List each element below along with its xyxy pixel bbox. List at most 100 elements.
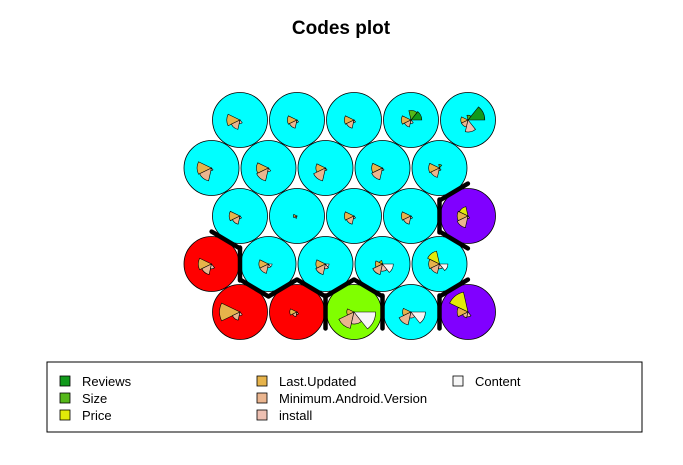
segment-minimum-android-version (230, 119, 241, 130)
som-unit-r5-c1 (212, 92, 268, 148)
segment-minimum-android-version (430, 263, 440, 274)
segment-install (324, 263, 329, 270)
som-unit-r2-c4 (354, 236, 411, 292)
segment-minimum-android-version (346, 215, 355, 225)
segment-content (353, 311, 376, 330)
segment-minimum-android-version (232, 215, 241, 225)
segment-install (239, 215, 242, 219)
som-unit-r2-c3 (297, 236, 354, 292)
cluster-boundary-edge (437, 277, 471, 299)
legend-label: Price (82, 408, 112, 423)
segment-last-updated (228, 210, 241, 222)
segment-last-updated (219, 302, 241, 322)
som-unit-r1-c1 (212, 284, 268, 340)
cluster-boundary-edge (323, 277, 357, 299)
segment-install (438, 167, 442, 171)
segment-install (296, 311, 299, 315)
segment-minimum-android-version (404, 119, 412, 128)
segment-install (467, 215, 470, 219)
segment-minimum-android-version (313, 167, 326, 182)
segment-minimum-android-version (403, 215, 412, 225)
som-unit-r3-c3 (326, 188, 382, 244)
segment-install (238, 119, 243, 124)
legend-item-content: Content (452, 374, 521, 389)
segment-install (410, 215, 413, 219)
legend-label: install (279, 408, 312, 423)
segment-size (438, 164, 443, 169)
legend-swatch (59, 375, 71, 387)
segment-last-updated (226, 113, 241, 127)
segment-content (324, 263, 330, 268)
segment-install (296, 119, 299, 123)
cluster-boundary-edge (351, 277, 385, 299)
cluster-boundary-edge (266, 277, 300, 299)
legend-label: Content (475, 374, 521, 389)
segment-minimum-android-version (259, 263, 269, 274)
som-units (183, 92, 496, 340)
segment-minimum-android-version (338, 311, 355, 329)
segment-last-updated (289, 308, 298, 316)
segment-last-updated (401, 211, 412, 221)
som-unit-r1-c4 (383, 284, 439, 340)
legend-swatch (256, 409, 268, 421)
segment-last-updated (344, 211, 355, 221)
segment-minimum-android-version (292, 311, 298, 318)
segment-minimum-android-version (289, 119, 298, 129)
segment-reviews (410, 111, 423, 121)
legend-label: Minimum.Android.Version (279, 391, 427, 406)
segment-last-updated (293, 214, 298, 218)
segment-install (353, 215, 356, 219)
segment-install (210, 167, 214, 171)
som-unit-r4-c1 (183, 140, 240, 196)
cluster-boundary-edge (209, 229, 243, 251)
segment-install (409, 119, 414, 124)
segment-minimum-android-version (346, 119, 355, 129)
segment-minimum-android-version (456, 215, 469, 229)
segment-install (466, 311, 472, 318)
segment-last-updated (287, 115, 298, 125)
segment-size (466, 114, 472, 121)
segment-minimum-android-version (430, 167, 440, 178)
cluster-boundary-edge (437, 181, 471, 203)
legend-swatch (59, 392, 71, 404)
segment-minimum-android-version (371, 167, 383, 181)
segment-last-updated (198, 257, 213, 271)
segment-install (381, 167, 385, 171)
segment-install (464, 119, 476, 133)
segment-size (408, 110, 418, 121)
legend-item-price: Price (59, 408, 112, 423)
segment-price (449, 291, 469, 313)
som-unit-r3-c1 (212, 188, 268, 244)
segment-install (324, 167, 328, 171)
segment-minimum-android-version (462, 311, 469, 319)
som-unit-r2-c5 (411, 236, 468, 292)
legend-item-reviews: Reviews (59, 374, 132, 389)
som-unit-r5-c5 (440, 92, 496, 148)
segment-minimum-android-version (232, 311, 241, 321)
som-unit-r1-c5 (440, 284, 496, 340)
segment-last-updated (456, 306, 469, 318)
segment-minimum-android-version (199, 167, 212, 182)
segment-last-updated (428, 258, 441, 270)
som-unit-r3-c5 (440, 188, 496, 244)
legend-swatch (256, 375, 268, 387)
segment-reviews (467, 106, 486, 121)
cluster-boundary-edge (437, 229, 471, 251)
legend-label: Size (82, 391, 107, 406)
segment-minimum-android-version (372, 263, 383, 275)
legend-label: Last.Updated (279, 374, 356, 389)
legend-box (46, 361, 643, 433)
segment-last-updated (428, 162, 441, 174)
cluster-boundaries (209, 181, 471, 331)
segment-price (427, 250, 440, 265)
segment-install (210, 263, 215, 270)
segment-install (238, 311, 243, 316)
som-unit-r4-c3 (297, 140, 354, 196)
som-unit-r5-c2 (269, 92, 325, 148)
cluster-boundary-edge (237, 277, 271, 299)
segment-content (410, 311, 426, 324)
segment-last-updated (196, 161, 213, 175)
segment-minimum-android-version (294, 215, 298, 219)
